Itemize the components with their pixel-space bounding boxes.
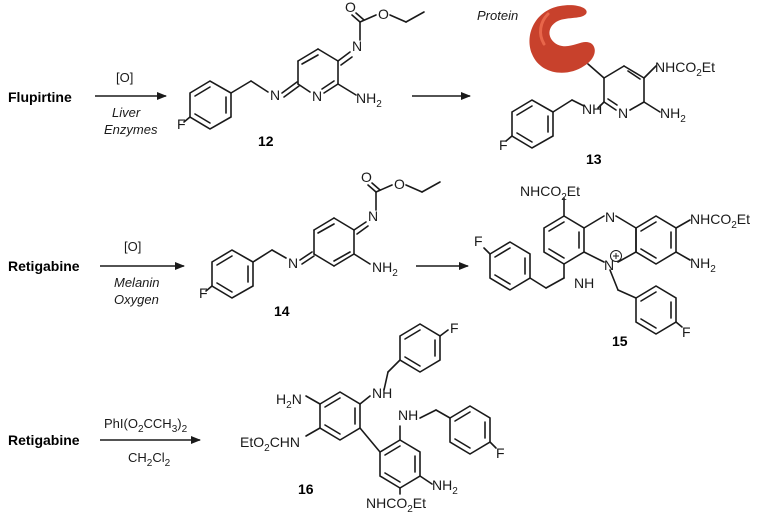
atom-label-f: F [199, 285, 208, 301]
atom-label-nh: NH [574, 275, 594, 291]
atom-label-o: O [361, 169, 372, 185]
atom-label-nh2: NH2​ [690, 255, 716, 275]
atom-label-n: N [312, 88, 322, 104]
atom-label-f: F [450, 320, 459, 336]
molecule-13 [505, 63, 661, 149]
atom-label-nh2: NH2​ [356, 90, 382, 110]
reactant-retigabine-1: Retigabine [8, 258, 80, 274]
compound-number-12: 12 [258, 133, 274, 149]
atom-label-n: N [368, 208, 378, 224]
atom-label-nhco2et: NHCO2​Et [655, 59, 715, 79]
protein-shape [529, 5, 595, 73]
condition-oxidation-1: [O] [116, 70, 133, 85]
atom-label-nhco2et: NHCO2​Et [366, 495, 426, 514]
molecule-16 [305, 323, 497, 495]
atom-label-nhco2et: NHCO2​Et [690, 211, 750, 231]
condition-melanin: Melanin [114, 275, 160, 290]
atom-label-n: N [270, 87, 280, 103]
condition-enzymes: Enzymes [104, 122, 158, 137]
condition-oxidant: PhI(O2​CCH3​)2​ [104, 416, 188, 435]
atom-label-f: F [496, 445, 505, 461]
reactant-flupirtine: Flupirtine [8, 89, 72, 105]
atom-label-n: N [288, 255, 298, 271]
atom-label-nh2: NH2​ [660, 105, 686, 125]
compound-number-13: 13 [586, 151, 602, 167]
molecule-15 [483, 197, 691, 335]
atom-label-f: F [474, 233, 483, 249]
atom-label-nh2: NH2​ [372, 259, 398, 279]
atom-label-o: O [394, 176, 405, 192]
compound-number-14: 14 [274, 303, 290, 319]
protein-label: Protein [477, 8, 518, 23]
condition-solvent: CH2​Cl2​ [128, 450, 171, 469]
atom-label-o: O [378, 6, 389, 22]
condition-oxygen: Oxygen [114, 292, 159, 307]
atom-label-o: O [345, 0, 356, 15]
condition-oxidation-2: [O] [124, 239, 141, 254]
atom-label-n: N [605, 209, 615, 225]
atom-label-f: F [499, 137, 508, 153]
atom-label-eto2chn: EtO2​CHN [240, 434, 300, 454]
atom-label-f: F [682, 324, 691, 340]
atom-label-nhco2et: NHCO2​Et [520, 183, 580, 203]
atom-label-nh: NH [372, 385, 392, 401]
condition-liver: Liver [112, 105, 141, 120]
molecule-12 [183, 11, 425, 130]
atom-label-nh: NH [398, 407, 418, 423]
atom-label-nh: NH [582, 101, 602, 117]
atom-label-n: N [618, 105, 628, 121]
molecule-14 [205, 181, 441, 299]
atom-label-n: N [604, 257, 614, 273]
compound-number-16: 16 [298, 481, 314, 497]
atom-label-f: F [177, 116, 186, 132]
atom-label-n: N [352, 38, 362, 54]
atom-label-nh2: NH2​ [432, 477, 458, 497]
reactant-retigabine-2: Retigabine [8, 432, 80, 448]
compound-number-15: 15 [612, 333, 628, 349]
atom-label-h2n: H2​N [276, 391, 302, 411]
